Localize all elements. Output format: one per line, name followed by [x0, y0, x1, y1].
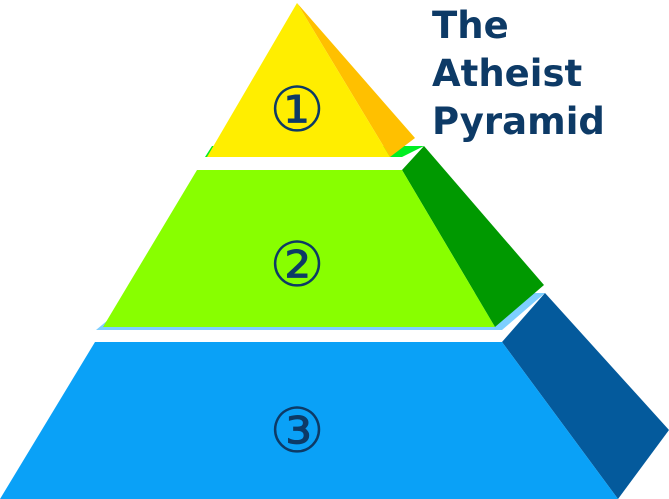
- tier-3-front-face: [0, 342, 618, 499]
- tier-2-side-face: [402, 146, 544, 327]
- tier-3-side-face: [502, 293, 669, 499]
- tier-2-front-face: [103, 170, 495, 327]
- title-line-2: Pyramid: [432, 100, 605, 143]
- diagram-title: The Atheist Pyramid: [432, 2, 669, 146]
- tier-1-side-face: [297, 3, 415, 157]
- tier-2-label: ②: [269, 228, 325, 301]
- pyramid-tier-1: ①: [207, 3, 415, 157]
- tier-1-front-face: [207, 3, 390, 157]
- title-line-1: The Atheist: [432, 4, 583, 95]
- tier-3-label: ③: [269, 394, 325, 467]
- tier-1-label: ①: [269, 73, 325, 146]
- pyramid-tier-2: ②: [103, 146, 544, 327]
